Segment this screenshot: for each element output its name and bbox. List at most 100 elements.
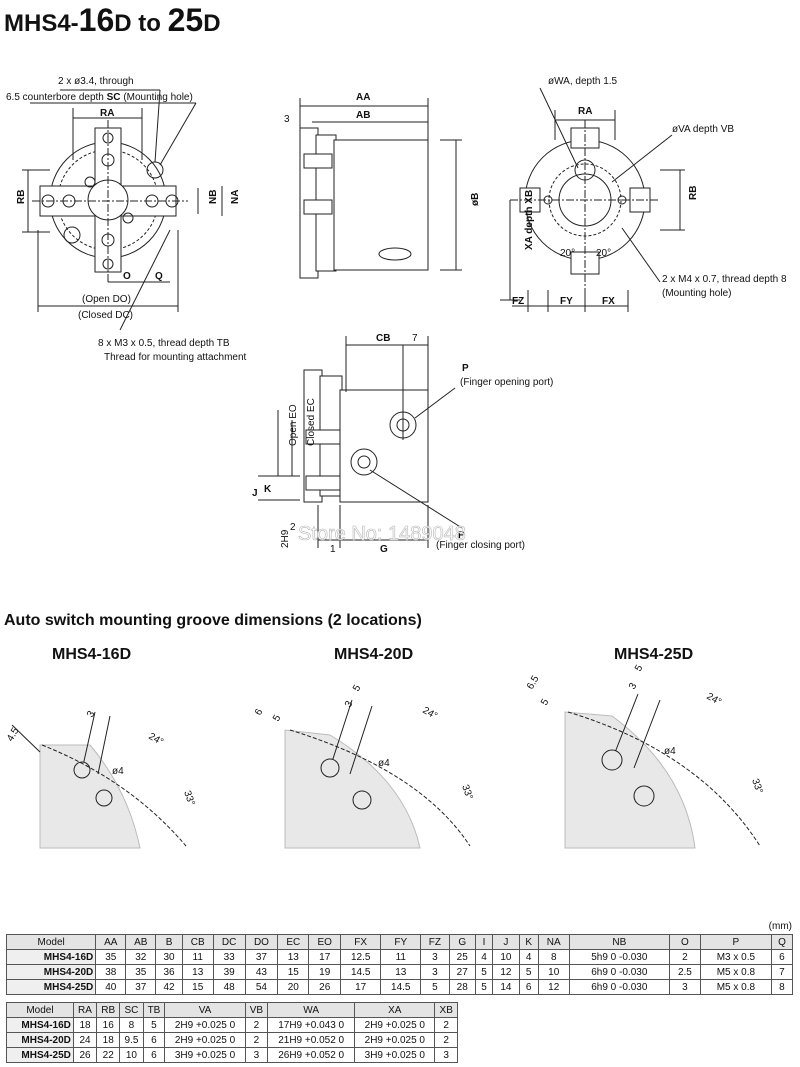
g20-deg1: 24° bbox=[421, 705, 440, 722]
technical-drawings: 2 x ø3.4, through 6.5 counterbore depth … bbox=[6, 76, 787, 555]
table-cell: 12 bbox=[492, 964, 520, 980]
column-header: XA bbox=[354, 1002, 436, 1018]
table-cell: MHS4-20D bbox=[5, 964, 97, 980]
j-label: J bbox=[252, 488, 258, 499]
table-cell: 4 bbox=[518, 949, 539, 965]
g25-d2: 3 bbox=[627, 681, 640, 692]
table-cell: 13 bbox=[277, 949, 310, 965]
fy-label: FY bbox=[560, 296, 573, 307]
groove-25-drawing bbox=[564, 693, 761, 849]
fx-label: FX bbox=[602, 296, 615, 307]
groove-title-16: MHS4-16D bbox=[52, 646, 132, 663]
column-header: AB bbox=[125, 934, 157, 950]
table-cell: 13 bbox=[380, 964, 422, 980]
table-cell: 2.5 bbox=[668, 964, 701, 980]
table-cell: 35 bbox=[125, 964, 157, 980]
table-cell: 2H9 +0.025 0 bbox=[164, 1032, 246, 1048]
table-cell: MHS4-25D bbox=[6, 1047, 74, 1063]
column-header: VB bbox=[244, 1002, 269, 1018]
table-cell: 13 bbox=[181, 964, 214, 980]
table-cell: 24 bbox=[72, 1032, 98, 1048]
table-cell: MHS4-20D bbox=[6, 1032, 74, 1048]
column-header: EO bbox=[308, 934, 342, 950]
table-cell: 19 bbox=[308, 964, 342, 980]
na-label: NA bbox=[230, 190, 241, 204]
column-header: Model bbox=[6, 1002, 74, 1018]
table-cell: 11 bbox=[181, 949, 214, 965]
table-cell: 9.5 bbox=[119, 1032, 144, 1048]
closed-dc-label: (Closed DC) bbox=[78, 310, 133, 321]
page-title: MHS4-16D to 25D bbox=[4, 2, 221, 38]
ab-label: AB bbox=[356, 110, 370, 121]
table-cell: 38 bbox=[95, 964, 127, 980]
open-eo-label: Open EO bbox=[288, 404, 299, 446]
table-cell: 39 bbox=[212, 964, 246, 980]
one-label: 1 bbox=[330, 544, 336, 555]
g25-deg1: 24° bbox=[705, 691, 724, 708]
g-label: G bbox=[380, 544, 388, 555]
g16-d1: 4.5 bbox=[5, 726, 22, 744]
groove-title-20: MHS4-20D bbox=[334, 646, 414, 663]
table-cell: MHS4-16D bbox=[5, 949, 97, 965]
through-label: 2 x ø3.4, through bbox=[58, 76, 134, 87]
ra-label-2: RA bbox=[578, 106, 592, 117]
table-cell: 3 bbox=[420, 964, 450, 980]
xa-label: XA depth XB bbox=[524, 190, 535, 250]
table-cell: 12.5 bbox=[340, 949, 382, 965]
table-cell: 5 bbox=[474, 964, 494, 980]
column-header: FZ bbox=[420, 934, 450, 950]
table-cell: 54 bbox=[244, 979, 279, 995]
q-label: Q bbox=[155, 271, 163, 282]
table-cell: 28 bbox=[448, 979, 476, 995]
g25-deg2: 33° bbox=[749, 777, 765, 795]
table-cell: MHS4-25D bbox=[5, 979, 97, 995]
table-cell: 6 bbox=[142, 1047, 166, 1063]
column-header: RA bbox=[72, 1002, 98, 1018]
column-header: NA bbox=[537, 934, 570, 950]
g20-d1: 5 bbox=[271, 713, 284, 724]
p-open-label: P bbox=[462, 363, 469, 374]
column-header: I bbox=[474, 934, 494, 950]
table-cell: 6h9 0 -0.030 bbox=[568, 979, 670, 995]
table-cell: 22 bbox=[96, 1047, 121, 1063]
table-cell: 10 bbox=[537, 964, 570, 980]
table-cell: 27 bbox=[448, 964, 476, 980]
table-cell: 6 bbox=[142, 1032, 166, 1048]
table-cell: 14.5 bbox=[340, 964, 382, 980]
nb-label: NB bbox=[208, 190, 219, 204]
table-cell: 3 bbox=[434, 1047, 458, 1063]
g16-d2: 3 bbox=[85, 709, 98, 720]
table-cell: 8 bbox=[119, 1017, 144, 1033]
column-header: J bbox=[492, 934, 520, 950]
fz-label: FZ bbox=[512, 296, 524, 307]
table-cell: 26 bbox=[308, 979, 342, 995]
table-cell: 5 bbox=[420, 979, 450, 995]
thread-attach-label: Thread for mounting attachment bbox=[104, 352, 247, 363]
table-cell: 2 bbox=[244, 1017, 269, 1033]
column-header: EC bbox=[277, 934, 310, 950]
section-title: Auto switch mounting groove dimensions (… bbox=[4, 612, 422, 629]
table-cell: 2H9 +0.025 0 bbox=[354, 1017, 436, 1033]
table-cell: 4 bbox=[474, 949, 494, 965]
side-view bbox=[299, 98, 462, 279]
table-cell: 17 bbox=[340, 979, 382, 995]
table-cell: 15 bbox=[277, 964, 310, 980]
column-header: CB bbox=[181, 934, 214, 950]
table-cell: 15 bbox=[181, 979, 214, 995]
column-header: DO bbox=[244, 934, 279, 950]
table-cell: 21H9 +0.052 0 bbox=[267, 1032, 356, 1048]
table-cell: 37 bbox=[244, 949, 279, 965]
ra-label: RA bbox=[100, 108, 114, 119]
table-cell: 10 bbox=[119, 1047, 144, 1063]
g20-deg2: 33° bbox=[459, 783, 475, 801]
groove-drawings: 4.5 3 24° 33° ø4 6 5 3 5 24° 33° ø4 6.5 … bbox=[5, 663, 765, 849]
table-cell: 36 bbox=[155, 964, 183, 980]
owa-label: øWA, depth 1.5 bbox=[548, 76, 618, 87]
thread-tb-label: 8 x M3 x 0.5, thread depth TB bbox=[98, 338, 230, 349]
g16-deg1: 24° bbox=[147, 731, 166, 748]
p-close-label: P bbox=[458, 530, 465, 541]
